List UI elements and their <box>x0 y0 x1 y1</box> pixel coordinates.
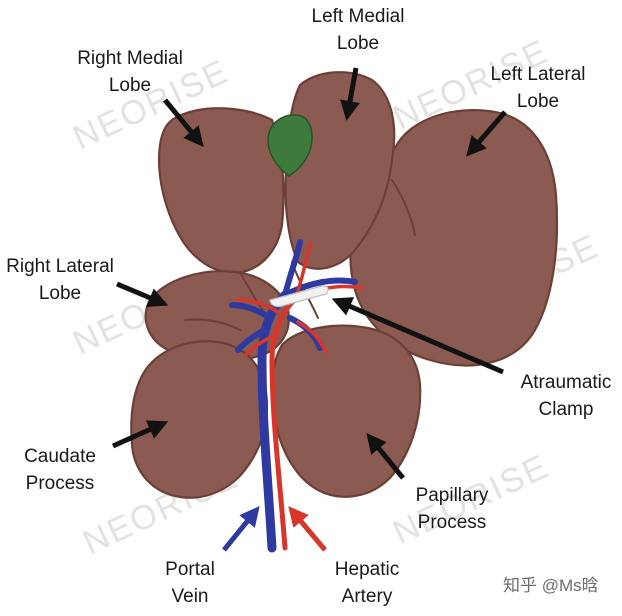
gallbladder-shape <box>267 114 313 177</box>
left-medial-lobe-label-line1: Left Medial <box>312 6 405 27</box>
atraumatic-clamp-shape <box>269 285 329 308</box>
hepatic-artery-trunk <box>269 295 299 551</box>
papillary-process-label-line2: Process <box>418 512 487 533</box>
right-medial-lobe-arrow <box>163 98 204 147</box>
left-lateral-lobe-label-line1: Left Lateral <box>490 64 585 85</box>
hepatic-artery-branch <box>244 332 280 357</box>
lobe-fissure <box>184 318 241 331</box>
hepatic-artery-branch <box>236 298 280 314</box>
right-lateral-lobe-arrow <box>116 281 169 307</box>
papillary-process-label-line1: Papillary <box>416 485 489 506</box>
hepatic-artery-branch <box>296 320 328 354</box>
caudate-process-shape <box>130 340 269 499</box>
caudate-process-label-line2: Process <box>26 473 95 494</box>
portal-vein-branch <box>229 302 273 321</box>
left-lateral-lobe-arrow <box>466 110 507 157</box>
right-medial-lobe-shape <box>157 107 285 274</box>
portal-vein-label-line1: Portal <box>165 559 215 580</box>
left-medial-lobe-label-line2: Lobe <box>337 33 379 54</box>
portal-vein-label-line2: Vein <box>172 586 209 607</box>
caudate-process-arrow <box>111 420 169 449</box>
lobe-fissure <box>391 179 416 236</box>
vessels <box>229 239 364 553</box>
atraumatic-clamp-label-line2: Clamp <box>539 399 594 420</box>
right-medial-lobe-label-line2: Lobe <box>109 75 151 96</box>
right-medial-lobe-label-line1: Right Medial <box>77 48 183 69</box>
atraumatic-clamp-arrow <box>331 297 504 375</box>
hepatic-artery-arrow <box>288 506 327 552</box>
portal-vein-arrow <box>222 506 260 552</box>
left-lateral-lobe-label-line2: Lobe <box>517 91 559 112</box>
hepatic-artery-label-line1: Hepatic <box>335 559 399 580</box>
footer-credit: 知乎 @Ms晗 <box>503 576 599 595</box>
right-lateral-lobe-label-line1: Right Lateral <box>6 256 114 277</box>
portal-vein-branch <box>235 325 271 353</box>
portal-vein-branch <box>282 239 303 298</box>
left-medial-lobe-arrow <box>340 67 360 121</box>
portal-vein-branch <box>282 277 358 298</box>
label-arrows <box>111 67 507 552</box>
atraumatic-clamp-label-line1: Atraumatic <box>521 372 612 393</box>
hepatic-artery-label-line2: Artery <box>342 586 393 607</box>
right-lateral-lobe-label-line2: Lobe <box>39 283 81 304</box>
papillary-process-arrow <box>366 433 405 480</box>
labels: Left Medial Lobe Right Medial Lobe Left … <box>6 6 611 607</box>
caudate-process-label-line1: Caudate <box>24 446 96 467</box>
